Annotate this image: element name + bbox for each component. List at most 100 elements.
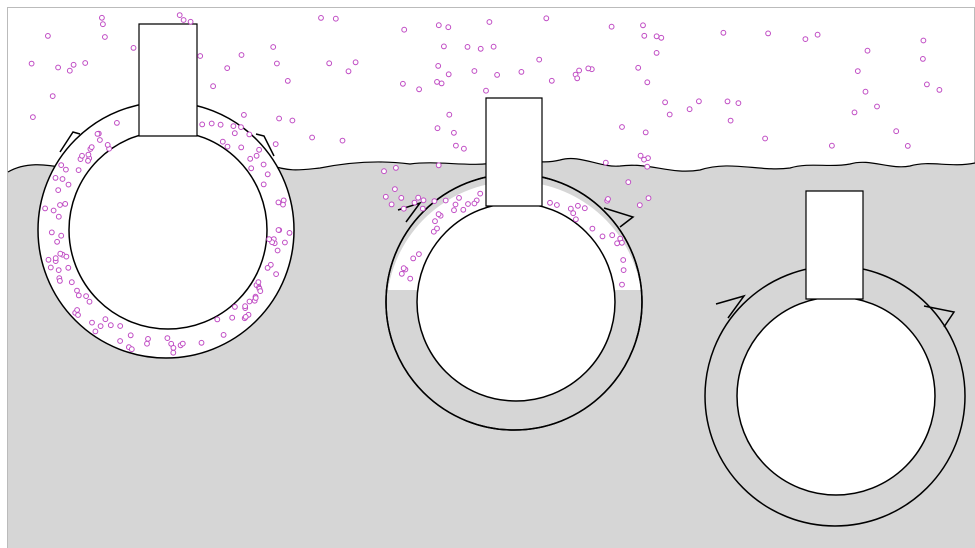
bubble bbox=[443, 198, 448, 203]
bubble bbox=[399, 271, 404, 276]
bubble bbox=[50, 94, 55, 99]
bubble bbox=[830, 143, 835, 148]
bubble bbox=[287, 231, 292, 236]
bubble bbox=[181, 18, 186, 23]
bubble bbox=[108, 323, 113, 328]
bubble bbox=[865, 48, 870, 53]
bubble bbox=[218, 122, 223, 127]
bubble bbox=[98, 138, 103, 143]
bubble bbox=[401, 81, 406, 86]
bubble bbox=[436, 23, 441, 28]
bubble bbox=[90, 320, 95, 325]
bubble bbox=[171, 350, 176, 355]
bubble bbox=[446, 72, 451, 77]
bubble bbox=[58, 203, 63, 208]
bubble bbox=[319, 16, 324, 21]
bubble bbox=[165, 336, 170, 341]
bubble bbox=[465, 45, 470, 50]
bubble bbox=[641, 23, 646, 28]
bubble bbox=[478, 191, 483, 196]
bubble bbox=[454, 143, 459, 148]
bubble bbox=[472, 201, 477, 206]
bubble bbox=[435, 226, 440, 231]
bubble bbox=[575, 76, 580, 81]
bubble bbox=[600, 234, 605, 239]
bubble bbox=[265, 266, 270, 271]
bubble bbox=[453, 202, 458, 207]
bubble bbox=[472, 69, 477, 74]
bubble bbox=[519, 70, 524, 75]
stem-2 bbox=[486, 98, 542, 206]
bubble bbox=[401, 266, 406, 271]
bubble bbox=[766, 31, 771, 36]
bubble bbox=[274, 272, 279, 277]
bubble bbox=[277, 116, 282, 121]
bubble bbox=[905, 144, 910, 149]
bubble bbox=[394, 166, 399, 171]
bubble bbox=[146, 337, 151, 342]
bubble bbox=[412, 200, 417, 205]
bubble bbox=[211, 84, 216, 89]
bubble bbox=[937, 88, 942, 93]
bubble bbox=[452, 130, 457, 135]
bubble bbox=[265, 172, 270, 177]
bubble bbox=[462, 146, 467, 151]
bubble bbox=[642, 33, 647, 38]
bubble bbox=[697, 99, 702, 104]
bubble bbox=[230, 315, 235, 320]
bubble bbox=[248, 156, 253, 161]
bubble bbox=[67, 68, 72, 73]
bubble bbox=[53, 176, 58, 181]
bubble bbox=[55, 239, 60, 244]
bubble bbox=[643, 130, 648, 135]
bubble bbox=[571, 211, 576, 216]
bubble bbox=[435, 126, 440, 131]
bubble bbox=[659, 35, 664, 40]
bubble bbox=[53, 256, 58, 261]
bubble bbox=[243, 304, 248, 309]
bubble bbox=[606, 197, 611, 202]
panel-2-device bbox=[386, 98, 642, 430]
bubble bbox=[436, 212, 441, 217]
bubble bbox=[408, 276, 413, 281]
bubble bbox=[484, 88, 489, 93]
bubble bbox=[310, 135, 315, 140]
bubble bbox=[621, 258, 626, 263]
bubble bbox=[637, 203, 642, 208]
bubble bbox=[198, 54, 203, 59]
bubble bbox=[667, 112, 672, 117]
bubble bbox=[728, 118, 733, 123]
bubble bbox=[421, 198, 426, 203]
bubble bbox=[258, 289, 263, 294]
bubble bbox=[416, 195, 421, 200]
bubble bbox=[233, 305, 238, 310]
bubble bbox=[436, 64, 441, 69]
bubble bbox=[118, 339, 123, 344]
bubble bbox=[231, 124, 236, 129]
bubble bbox=[220, 139, 225, 144]
bubble bbox=[327, 61, 332, 66]
bubble bbox=[66, 265, 71, 270]
bubble bbox=[283, 240, 288, 245]
bubble bbox=[215, 317, 220, 322]
bubble bbox=[66, 182, 71, 187]
bubble bbox=[58, 251, 63, 256]
bubble bbox=[537, 57, 542, 62]
bubble bbox=[620, 282, 625, 287]
bubble bbox=[544, 16, 549, 21]
bubble bbox=[145, 341, 150, 346]
bubble bbox=[118, 324, 123, 329]
bubble bbox=[586, 66, 591, 71]
bubble bbox=[56, 268, 61, 273]
bubble bbox=[257, 147, 262, 152]
bubble bbox=[654, 34, 659, 39]
bubble bbox=[31, 115, 36, 120]
bubble bbox=[276, 228, 281, 233]
bubble bbox=[417, 87, 422, 92]
bubble bbox=[51, 208, 56, 213]
bubble bbox=[576, 203, 581, 208]
bubble bbox=[75, 308, 80, 313]
bubble bbox=[446, 25, 451, 30]
bubble bbox=[177, 13, 182, 18]
bubble bbox=[129, 347, 134, 352]
